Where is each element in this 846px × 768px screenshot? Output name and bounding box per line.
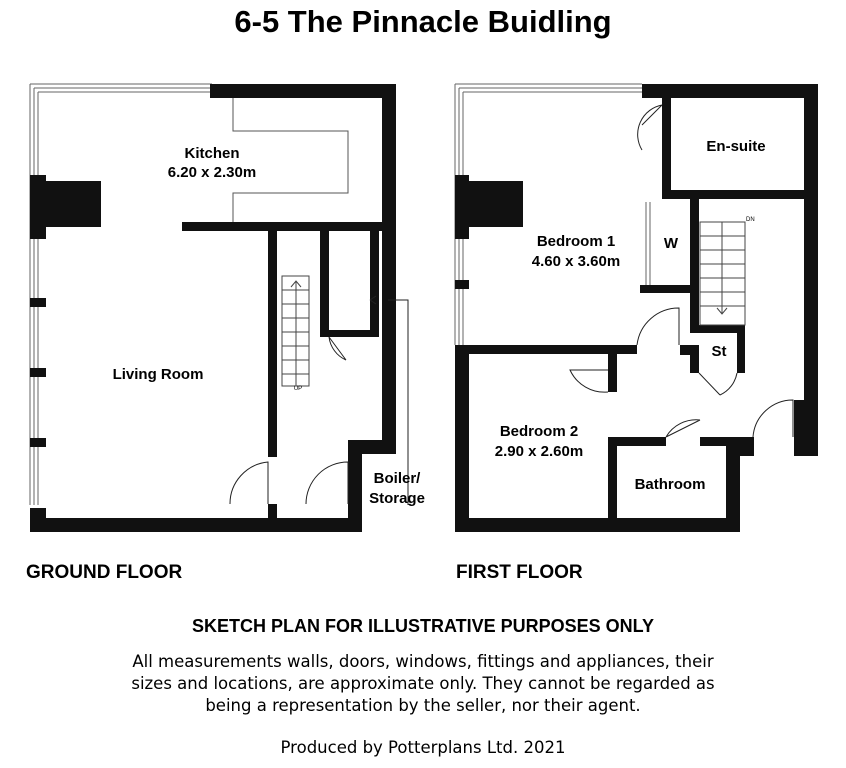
- ground-floor-stairs: [281, 275, 310, 387]
- ground-floor-doors: [229, 295, 409, 505]
- boiler-storage-label-line2: Storage: [369, 490, 425, 507]
- ground-floor-label: GROUND FLOOR: [26, 562, 183, 583]
- ensuite-label: En-suite: [706, 138, 765, 155]
- wardrobe-label: W: [664, 235, 679, 252]
- ground-floor-walls: [30, 84, 396, 532]
- ground-floor-windows: [29, 83, 212, 505]
- notice-heading: SKETCH PLAN FOR ILLUSTRATIVE PURPOSES ON…: [191, 616, 655, 636]
- bedroom2-label: Bedroom 2: [500, 423, 578, 440]
- first-floor-plan: [454, 83, 818, 532]
- bedroom2-size: 2.90 x 2.60m: [495, 443, 583, 460]
- disclaimer-line: All measurements walls, doors, windows, …: [132, 652, 714, 671]
- store-label: St: [712, 343, 727, 360]
- stairs-down-label: DN: [746, 217, 755, 223]
- living-room-label: Living Room: [113, 366, 204, 383]
- first-floor-stairs: [699, 221, 746, 326]
- page-title: 6-5 The Pinnacle Buidling: [234, 4, 612, 39]
- first-floor-walls: [455, 84, 818, 532]
- stairs-up-label: UP: [294, 386, 302, 392]
- bedroom1-label: Bedroom 1: [537, 233, 615, 250]
- disclaimer-text: All measurements walls, doors, windows, …: [120, 651, 726, 717]
- ground-floor-plan: [29, 83, 409, 532]
- kitchen-size: 6.20 x 2.30m: [168, 164, 256, 181]
- first-floor-label: FIRST FLOOR: [456, 562, 583, 583]
- disclaimer-line: being a representation by the seller, no…: [205, 696, 641, 715]
- bedroom1-size: 4.60 x 3.60m: [532, 253, 620, 270]
- boiler-storage-label-line1: Boiler/: [374, 470, 422, 487]
- kitchen-counter: [232, 98, 349, 222]
- first-floor-doors: [569, 104, 794, 438]
- producer-credit: Produced by Potterplans Ltd. 2021: [280, 738, 566, 757]
- bathroom-label: Bathroom: [635, 476, 706, 493]
- disclaimer-line: sizes and locations, are approximate onl…: [131, 674, 715, 693]
- kitchen-label: Kitchen: [184, 145, 239, 162]
